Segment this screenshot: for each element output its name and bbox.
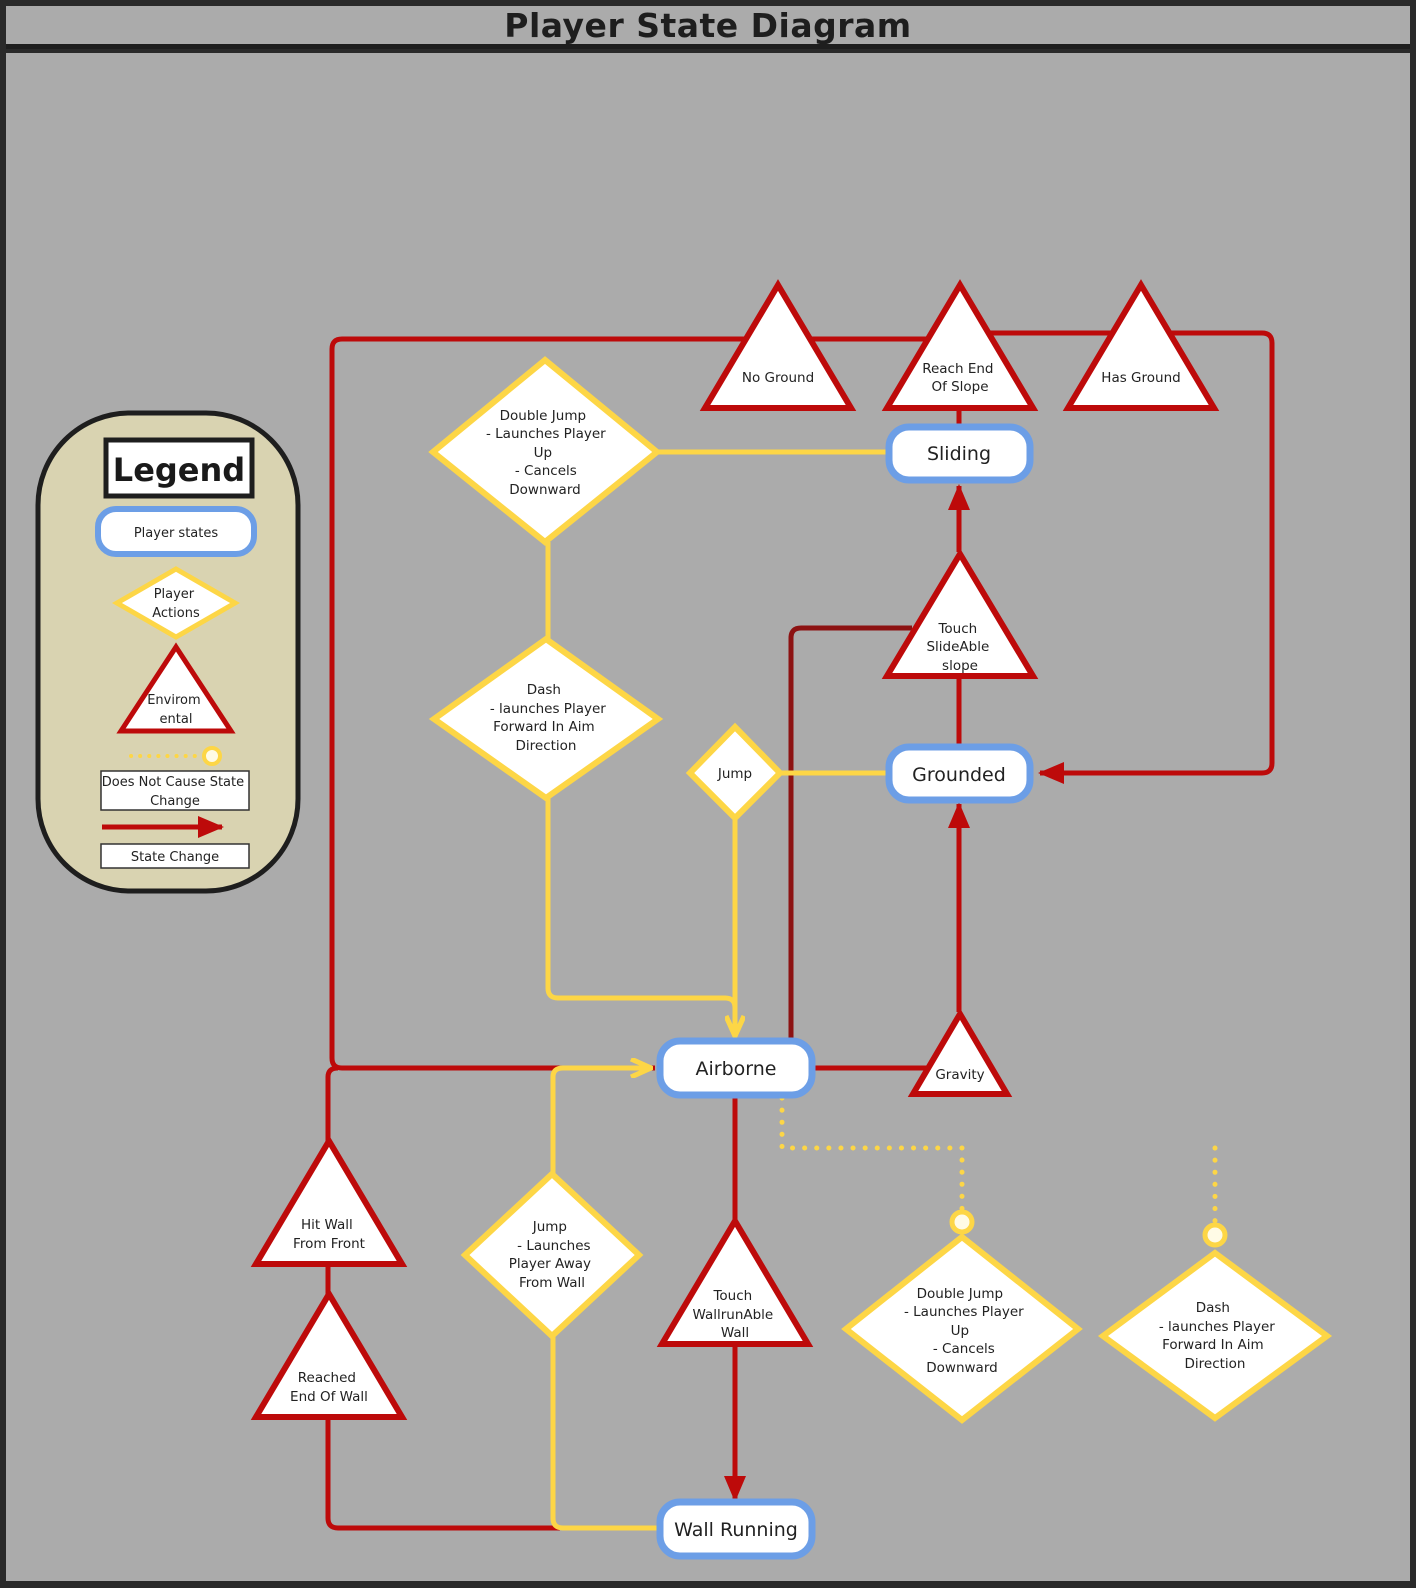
edge-wallrun-to-walljump xyxy=(550,1336,658,1531)
env-no-ground[interactable] xyxy=(699,279,857,411)
dotted-end-circle xyxy=(949,1209,975,1235)
env-reach-end-slope-label: Reach End Of Slope xyxy=(922,361,998,395)
legend-action-sample xyxy=(111,566,241,640)
edge-airborne-to-slope xyxy=(788,625,912,1040)
action-wall-jump[interactable] xyxy=(460,1169,644,1341)
env-hit-wall-label: Hit Wall From Front xyxy=(293,1217,365,1252)
env-reached-end-wall-label: Reached End Of Wall xyxy=(290,1370,368,1405)
env-reach-end-slope[interactable] xyxy=(881,279,1039,411)
env-hit-wall[interactable] xyxy=(250,1135,408,1267)
action-dash-top[interactable] xyxy=(428,635,664,802)
edge-airborne-dotted xyxy=(779,1095,965,1215)
legend: Legend Player states Player Actions Envi… xyxy=(35,410,301,894)
legend-env-sample xyxy=(116,642,236,734)
edge-slope-to-ground-loop xyxy=(990,330,1275,784)
action-double-jump-top-label: Double Jump - Launches Player Up - Cance… xyxy=(486,408,610,498)
state-wall-running-label: Wall Running xyxy=(674,1519,798,1541)
legend-no-change-box xyxy=(100,770,250,811)
env-reached-end-wall[interactable] xyxy=(250,1288,408,1420)
action-jump-label: Jump xyxy=(717,766,752,782)
env-has-ground-label: Has Ground xyxy=(1101,370,1180,386)
edge-dash-to-airborne xyxy=(545,798,735,1036)
action-wall-jump-label: Jump - Launches Player Away From Wall xyxy=(509,1219,596,1291)
action-dash-bottom[interactable] xyxy=(1097,1249,1333,1422)
env-touch-wall[interactable] xyxy=(656,1215,814,1347)
states: Sliding Grounded Airborne Wall Running xyxy=(656,423,1034,1560)
edge-wallrun-to-airborne xyxy=(325,1065,560,1531)
state-sliding[interactable] xyxy=(885,423,1034,484)
legend-state-sample xyxy=(95,506,257,557)
legend-state-change-box xyxy=(100,843,250,869)
dotted-end-circle xyxy=(1202,1222,1228,1248)
env-touch-slope-label: Touch SlideAble slope xyxy=(926,621,993,674)
state-grounded[interactable] xyxy=(885,743,1034,804)
connectors xyxy=(325,330,1275,1531)
env-no-ground-label: No Ground xyxy=(742,370,814,386)
legend-no-change-label: Does Not Cause State Change xyxy=(102,775,249,809)
state-airborne[interactable] xyxy=(656,1037,816,1099)
title-bar: Player State Diagram xyxy=(6,6,1410,49)
env-touch-wall-label: Touch WallrunAble Wall xyxy=(692,1288,777,1341)
legend-state-change-label: State Change xyxy=(131,850,219,865)
env-gravity-label: Gravity xyxy=(935,1067,984,1083)
action-double-jump-bottom[interactable] xyxy=(841,1233,1083,1424)
env-gravity[interactable] xyxy=(907,1008,1013,1097)
legend-player-states-label: Player states xyxy=(134,526,219,541)
env-has-ground[interactable] xyxy=(1062,279,1220,411)
state-airborne-label: Airborne xyxy=(696,1058,777,1080)
legend-player-actions-label: Player Actions xyxy=(152,587,200,621)
environmental-events: No Ground Reach End Of Slope Has Ground … xyxy=(250,279,1220,1420)
action-jump[interactable] xyxy=(685,722,785,823)
page-title: Player State Diagram xyxy=(504,6,912,45)
legend-environmental-label: Envirom ental xyxy=(147,693,205,727)
legend-title: Legend xyxy=(113,451,245,489)
actions: Double Jump - Launches Player Up - Cance… xyxy=(428,356,1333,1424)
action-dash-bottom-label: Dash - launches Player Forward In Aim Di… xyxy=(1159,1300,1279,1372)
state-sliding-label: Sliding xyxy=(927,443,991,465)
legend-dotted-end xyxy=(202,746,222,766)
env-touch-slope[interactable] xyxy=(881,548,1039,679)
action-double-jump-top[interactable] xyxy=(428,356,662,546)
edge-walljump-to-airborne xyxy=(550,1068,651,1174)
action-double-jump-bottom-label: Double Jump - Launches Player Up - Cance… xyxy=(904,1286,1028,1376)
state-grounded-label: Grounded xyxy=(912,764,1006,786)
state-wall-running[interactable] xyxy=(656,1498,816,1560)
action-dash-top-label: Dash - launches Player Forward In Aim Di… xyxy=(490,682,610,754)
legend-title-box xyxy=(103,437,255,499)
